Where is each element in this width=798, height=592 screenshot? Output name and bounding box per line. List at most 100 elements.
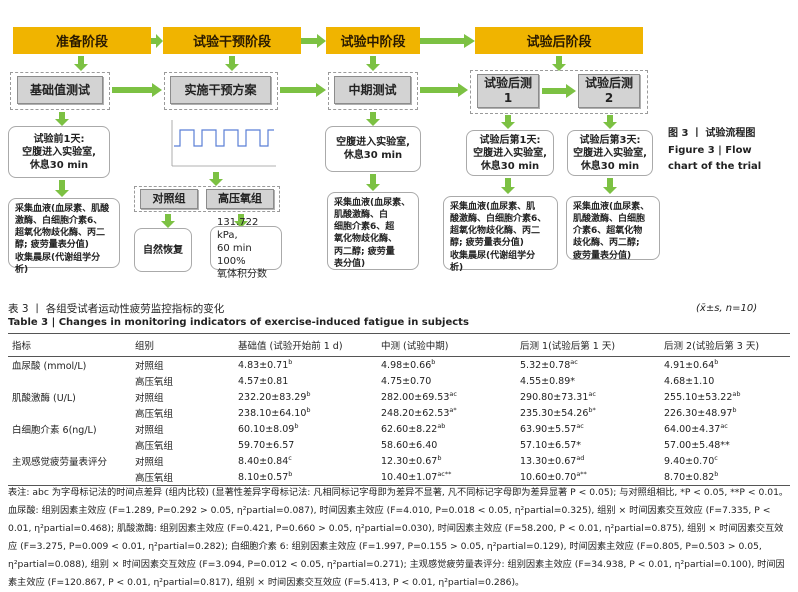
cell-baseline: 4.57±0.81 (238, 375, 289, 387)
cell-post2: 8.70±0.82b (660, 469, 790, 486)
group-frame (134, 186, 280, 212)
pressure-wave-icon (171, 120, 276, 167)
cell-group: 对照组 (135, 425, 164, 436)
figure-caption-en: Figure 3 | Flow chart of the trial (668, 145, 762, 172)
cell-indicator (8, 469, 131, 486)
cell-post1: 5.32±0.78ac (520, 358, 578, 372)
cell-mid: 282.00±69.53ac (381, 390, 457, 404)
arrow-right-icon (301, 34, 326, 48)
arrow-right-icon (280, 83, 326, 97)
arrow-right-icon (112, 83, 162, 97)
cell-baseline: 8.10±0.57b (234, 469, 377, 486)
table-title-cn: 表 3 丨 各组受试者运动性疲劳监控指标的变化 (8, 303, 225, 315)
arrive-box-pre: 试验前1天: 空腹进入实验室, 休息30 min (8, 126, 110, 178)
table-title-en: Table 3 | Changes in monitoring indicato… (8, 317, 469, 328)
cell-baseline: 8.40±0.84c (238, 454, 292, 468)
cell-indicator: 白细胞介素 6(ng/L) (12, 425, 97, 436)
post-frame (470, 70, 648, 114)
table-header-row: 指标 组别 基础值 (试验开始前 1 d) 中测 (试验中期) 后测 1(试验后… (8, 333, 790, 357)
header-mid: 中测 (试验中期) (377, 333, 516, 357)
table-row: 血尿酸 (mmol/L) 对照组 4.83±0.71b 4.98±0.66b 5.32±… (8, 357, 790, 374)
arrow-down-icon (55, 112, 69, 126)
collect-box-mid: 采集血液(血尿素、 肌酸激酶、白 细胞介素6、超 氧化物歧化酶、 丙二醇; 疲劳… (327, 192, 419, 270)
cell-post1: 63.90±5.57ac (520, 422, 584, 436)
header-post2: 后测 2(试验后第 3 天) (660, 333, 790, 357)
stage-prepare: 准备阶段 (13, 27, 151, 54)
arrow-down-icon (74, 56, 88, 71)
cell-baseline: 238.10±64.10b (238, 406, 311, 420)
cell-group: 高压氧组 (131, 469, 234, 486)
cell-indicator (8, 437, 131, 453)
arrow-down-icon (501, 115, 515, 129)
table-row: 高压氧组 59.70±6.57 58.60±6.40 57.10±6.57* 57.00… (8, 437, 790, 453)
cell-group: 对照组 (135, 393, 164, 404)
control-detail: 自然恢复 (134, 228, 192, 272)
header-indicator: 指标 (8, 333, 131, 357)
arrow-down-icon (501, 178, 515, 194)
cell-group: 高压氧组 (135, 377, 174, 388)
arrow-down-icon (366, 112, 380, 126)
intervention-frame (164, 72, 278, 110)
stage-post: 试验后阶段 (475, 27, 643, 54)
figure-caption-cn: 图 3 丨 试验流程图 (668, 128, 756, 139)
arrow-right-icon (542, 84, 576, 98)
table-row: 肌酸激酶 (U/L) 对照组 232.20±83.29b 282.00±69.53ac… (8, 389, 790, 405)
hypoxia-detail: 131.722 kPa, 60 min 100% 氧体积分数 (210, 217, 282, 280)
cell-baseline: 4.83±0.71b (238, 358, 293, 372)
cell-indicator: 血尿酸 (mmol/L) (12, 361, 87, 372)
collect-box-post1: 采集血液(血尿素、肌 酸激酶、白细胞介素6、 超氧化物歧化酶、丙二 醇; 疲劳量… (443, 196, 558, 273)
arrow-down-icon (225, 56, 239, 71)
baseline-frame (10, 72, 110, 110)
arrow-right-icon (151, 34, 163, 48)
cell-indicator: 肌酸激酶 (U/L) (12, 393, 76, 404)
cell-mid: 12.30±0.67b (381, 454, 442, 468)
cell-mid: 58.60±6.40 (381, 439, 438, 451)
cell-post1: 10.60±0.70a** (516, 469, 660, 486)
header-group: 组别 (131, 333, 234, 357)
cell-post2: 57.00±5.48** (664, 439, 730, 451)
collect-box-post2: 采集血液(血尿素、 肌酸激酶、白细胞 介素6、超氧化物 歧化酶、丙二醇; 疲劳量… (566, 196, 660, 261)
cell-post2: 9.40±0.70c (664, 454, 718, 468)
cell-group: 对照组 (135, 457, 164, 468)
cell-mid: 4.75±0.70 (381, 375, 432, 387)
arrow-down-icon (234, 214, 248, 228)
cell-post2: 226.30±48.97b (664, 406, 737, 420)
arrow-down-icon (366, 56, 380, 71)
cell-indicator: 主观感觉疲劳量表评分 (12, 457, 108, 468)
table-3: 指标 组别 基础值 (试验开始前 1 d) 中测 (试验中期) 后测 1(试验后… (8, 333, 790, 486)
cell-post1: 290.80±73.31ac (520, 390, 596, 404)
group-control: 对照组 (140, 189, 198, 209)
arrow-down-icon (603, 115, 617, 129)
cell-post1: 57.10±6.57* (520, 439, 582, 451)
cell-baseline: 60.10±8.09b (238, 422, 299, 436)
cell-indicator (8, 405, 131, 421)
step-post2: 试验后测 2 (578, 74, 640, 108)
cell-mid: 4.98±0.66b (381, 358, 436, 372)
cell-baseline: 59.70±6.57 (238, 439, 295, 451)
cell-group: 高压氧组 (135, 409, 174, 420)
arrow-down-icon (209, 172, 223, 186)
cell-post2: 255.10±53.22ab (664, 390, 741, 404)
arrive-box-post2: 试验后第3天: 空腹进入实验室, 休息30 min (567, 130, 653, 176)
step-baseline: 基础值测试 (17, 76, 103, 104)
arrive-box-mid: 空腹进入实验室, 休息30 min (325, 126, 421, 172)
cell-post1: 4.55±0.89* (520, 375, 576, 387)
arrow-down-icon (603, 178, 617, 194)
cell-baseline: 232.20±83.29b (238, 390, 311, 404)
cell-group: 高压氧组 (135, 441, 174, 452)
cell-group: 对照组 (135, 361, 164, 372)
header-baseline: 基础值 (试验开始前 1 d) (234, 333, 377, 357)
table-body: 血尿酸 (mmol/L) 对照组 4.83±0.71b 4.98±0.66b 5.32±… (8, 357, 790, 486)
collect-box-pre: 采集血液(血尿素、肌酸 激酶、白细胞介素6、 超氧化物歧化酶、丙二 醇; 疲劳量… (8, 198, 120, 275)
step-mid: 中期测试 (334, 76, 411, 104)
stage-mid: 试验中阶段 (326, 27, 420, 54)
arrow-down-icon (366, 174, 380, 191)
cell-post2: 64.00±4.37ac (664, 422, 728, 436)
table-unit-note: (x̄±s, n=10) (696, 303, 758, 314)
arrow-down-icon (552, 56, 566, 71)
table-footnote: 表注: abc 为字母标记法的时间点差异 (组内比较) (显著性差异字母标记法:… (8, 487, 789, 588)
mid-frame (328, 72, 418, 110)
